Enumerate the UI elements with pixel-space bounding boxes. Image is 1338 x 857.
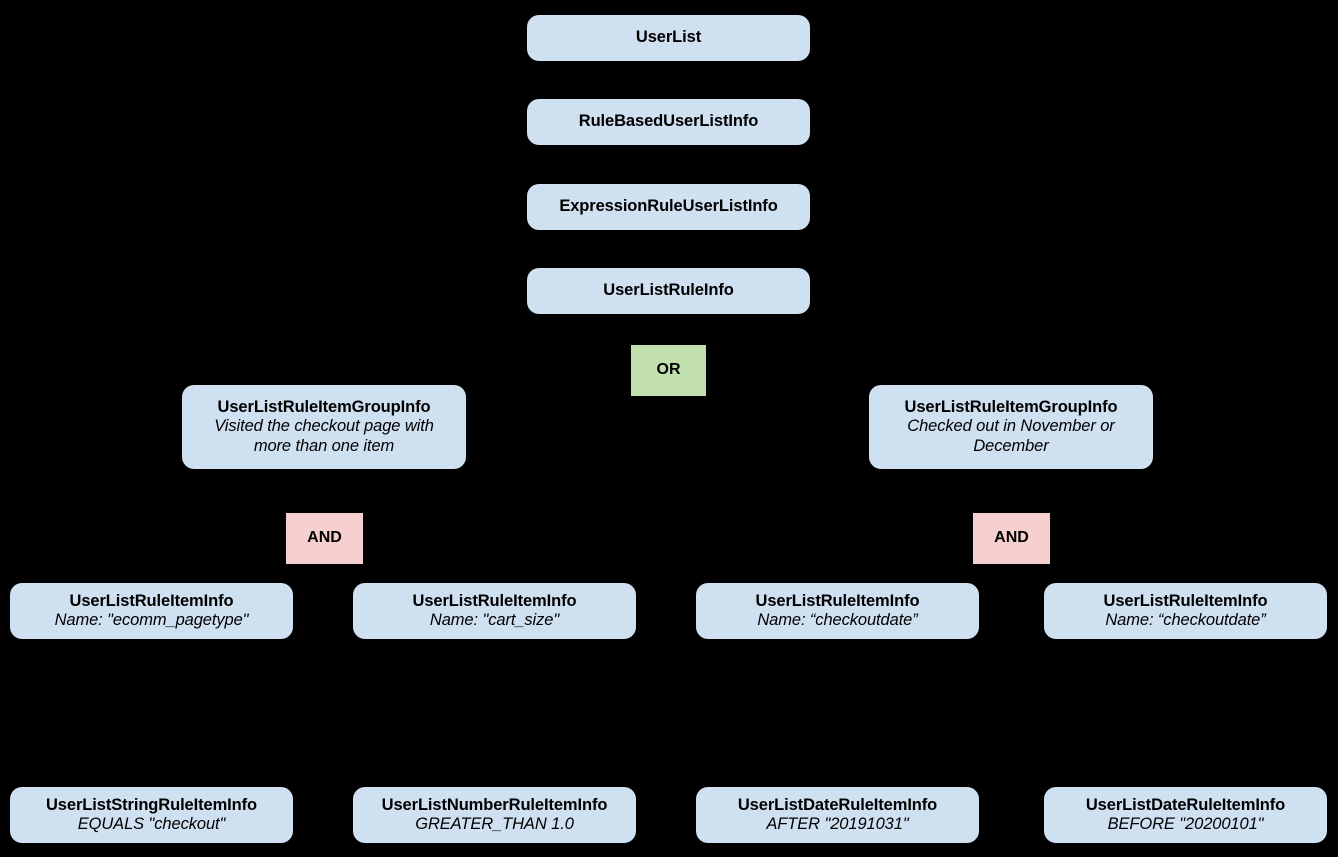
- node-title: ExpressionRuleUserListInfo: [559, 197, 778, 216]
- node-title: UserListDateRuleItemInfo: [1085, 795, 1286, 814]
- node-title: UserList: [635, 28, 702, 47]
- node-title: UserListStringRuleItemInfo: [45, 795, 257, 814]
- node-subtitle: BEFORE "20200101": [1107, 815, 1264, 833]
- node-title: UserListRuleItemGroupInfo: [904, 397, 1118, 416]
- operator-and-right[interactable]: AND: [973, 513, 1050, 564]
- operator-label: AND: [307, 529, 342, 547]
- node-leaf-string-rule[interactable]: UserListStringRuleItemInfo EQUALS "check…: [10, 787, 293, 843]
- node-title: UserListDateRuleItemInfo: [737, 795, 938, 814]
- node-subtitle: AFTER "20191031": [766, 815, 909, 833]
- node-expressionruleuserlistinfo[interactable]: ExpressionRuleUserListInfo: [527, 184, 810, 230]
- operator-or[interactable]: OR: [631, 345, 706, 396]
- node-userlistruleinfo[interactable]: UserListRuleInfo: [527, 268, 810, 314]
- node-leaf-date-after[interactable]: UserListDateRuleItemInfo AFTER "20191031…: [696, 787, 979, 843]
- operator-and-left[interactable]: AND: [286, 513, 363, 564]
- node-subtitle: Name: "cart_size": [429, 611, 560, 629]
- node-userlist[interactable]: UserList: [527, 15, 810, 61]
- node-ruleitem-ecomm-pagetype[interactable]: UserListRuleItemInfo Name: "ecomm_pagety…: [10, 583, 293, 639]
- node-subtitle: EQUALS "checkout": [77, 815, 226, 833]
- operator-label: OR: [656, 361, 681, 379]
- node-title: RuleBasedUserListInfo: [578, 112, 759, 131]
- node-title: UserListRuleItemInfo: [755, 591, 920, 610]
- node-subtitle: Visited the checkout page with more than…: [214, 417, 434, 455]
- node-subtitle: Name: "ecomm_pagetype": [54, 611, 249, 629]
- node-leaf-number-rule[interactable]: UserListNumberRuleItemInfo GREATER_THAN …: [353, 787, 636, 843]
- node-rulebaseduserlistinfo[interactable]: RuleBasedUserListInfo: [527, 99, 810, 145]
- node-ruleitem-checkoutdate-after[interactable]: UserListRuleItemInfo Name: “checkoutdate…: [696, 583, 979, 639]
- node-ruleitem-checkoutdate-before[interactable]: UserListRuleItemInfo Name: “checkoutdate…: [1044, 583, 1327, 639]
- node-title: UserListRuleItemGroupInfo: [217, 397, 431, 416]
- node-subtitle: Name: “checkoutdate”: [757, 611, 918, 629]
- node-subtitle: GREATER_THAN 1.0: [415, 815, 574, 833]
- node-group-right[interactable]: UserListRuleItemGroupInfo Checked out in…: [869, 385, 1153, 469]
- node-subtitle: Name: “checkoutdate”: [1105, 611, 1266, 629]
- node-title: UserListRuleItemInfo: [412, 591, 577, 610]
- node-leaf-date-before[interactable]: UserListDateRuleItemInfo BEFORE "2020010…: [1044, 787, 1327, 843]
- node-title: UserListRuleInfo: [603, 281, 734, 300]
- node-title: UserListRuleItemInfo: [69, 591, 234, 610]
- operator-label: AND: [994, 529, 1029, 547]
- node-ruleitem-cart-size[interactable]: UserListRuleItemInfo Name: "cart_size": [353, 583, 636, 639]
- node-title: UserListRuleItemInfo: [1103, 591, 1268, 610]
- node-title: UserListNumberRuleItemInfo: [381, 795, 608, 814]
- node-group-left[interactable]: UserListRuleItemGroupInfo Visited the ch…: [182, 385, 466, 469]
- node-subtitle: Checked out in November or December: [907, 417, 1115, 455]
